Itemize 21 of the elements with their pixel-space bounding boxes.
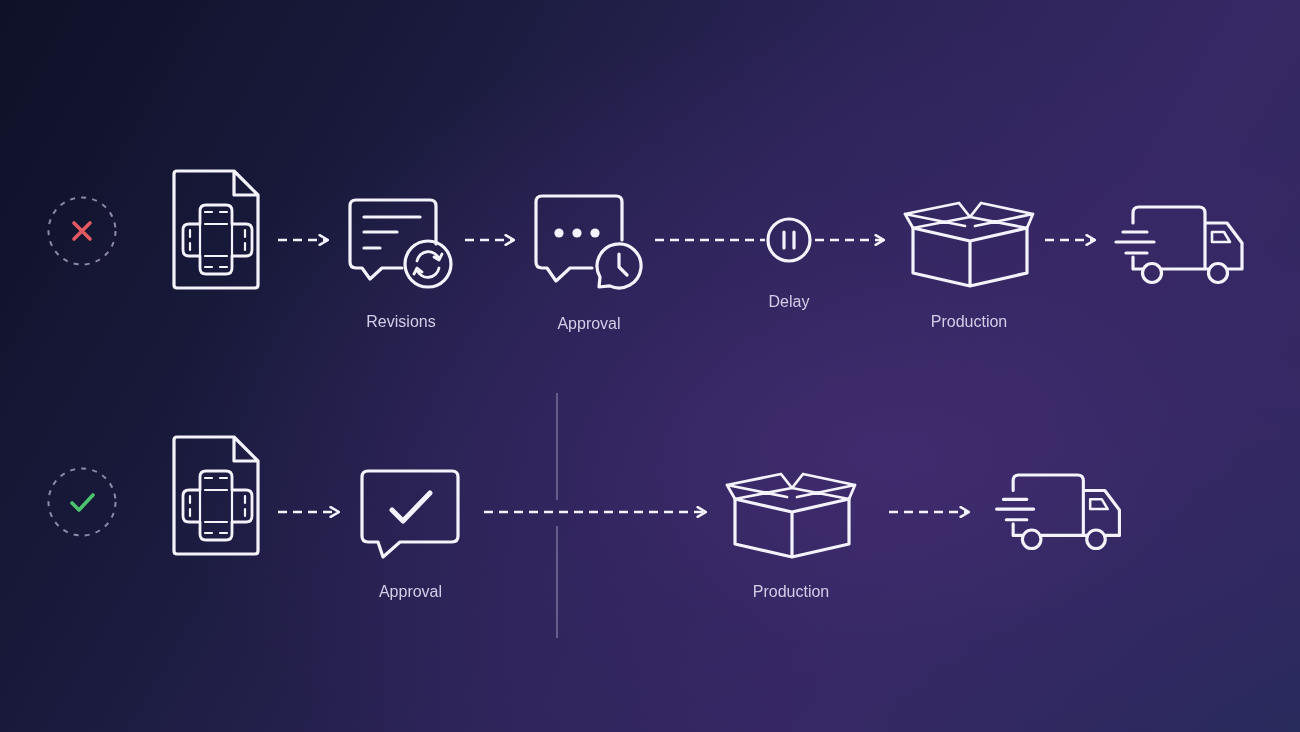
arrow — [889, 505, 971, 519]
arrow — [465, 233, 516, 247]
step-label: Production — [930, 311, 1008, 331]
flow-step — [766, 217, 812, 311]
flow-step — [534, 194, 644, 333]
step-label: Approval — [557, 313, 621, 333]
arrow — [278, 505, 341, 519]
connector-line — [655, 238, 765, 242]
arrow — [278, 233, 330, 247]
arrow — [1045, 233, 1097, 247]
truck-icon — [994, 473, 1122, 551]
step-label: Revisions — [366, 311, 436, 331]
document-icon — [172, 169, 260, 290]
truck-icon — [1114, 205, 1244, 285]
flow-step — [360, 469, 461, 601]
step-label: Production — [752, 581, 830, 601]
arrow — [815, 233, 886, 247]
step-label: Delay — [768, 291, 810, 311]
step-label: Approval — [378, 581, 443, 601]
arrow — [484, 505, 708, 519]
document-icon — [172, 435, 260, 556]
